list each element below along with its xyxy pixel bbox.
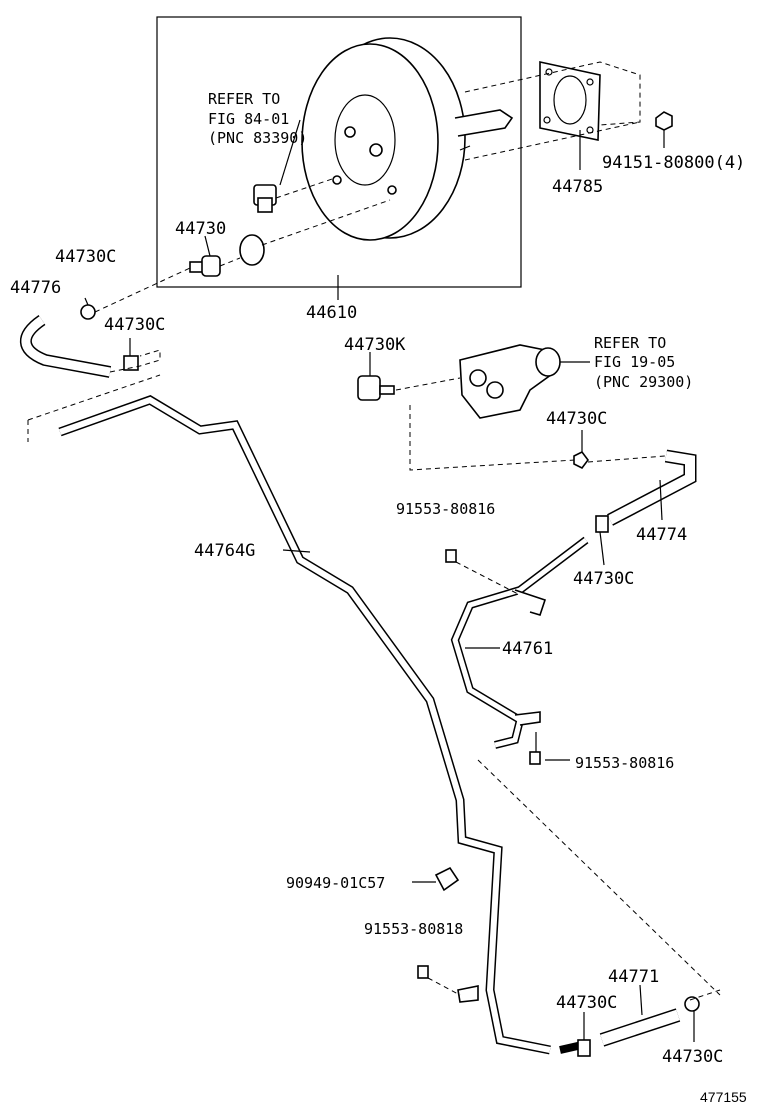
brake-booster [301, 37, 514, 241]
label-44730c-b: 44730C [104, 315, 165, 335]
label-44761: 44761 [502, 639, 553, 659]
refer-label-1-line1: REFER TO [208, 90, 280, 108]
label-94151-80800: 94151-80800(4) [602, 153, 745, 173]
hose-44774 [595, 449, 697, 533]
bolt-91553-80816-b [529, 751, 541, 765]
clip-90949-01c57 [434, 866, 460, 892]
vacuum-pump [459, 344, 561, 419]
label-44730c-c: 44730C [546, 409, 607, 429]
label-91553-80816-a: 91553-80816 [396, 500, 495, 518]
label-44730c-f: 44730C [662, 1047, 723, 1067]
booster-assembly-box [156, 16, 522, 288]
label-44774: 44774 [636, 525, 687, 545]
label-44771: 44771 [608, 967, 659, 987]
gasket-44785 [539, 61, 601, 141]
refer-label-1-line3: (PNC 83390) [208, 129, 307, 147]
bolt-91553-80816-a [445, 549, 457, 563]
fitting-44730k [357, 375, 395, 401]
hose-44771 [577, 996, 700, 1057]
nut-94151 [655, 111, 673, 148]
refer-label-2-line2: FIG 19-05 [594, 353, 675, 371]
label-44764g: 44764G [194, 541, 255, 561]
label-91553-80816-b: 91553-80816 [575, 754, 674, 772]
bolt-91553-80818 [417, 965, 479, 1003]
tube-44764g [58, 395, 583, 1055]
tube-44761 [450, 536, 589, 749]
label-44730k: 44730K [344, 335, 406, 355]
refer-label-1-line2: FIG 84-01 [208, 110, 289, 128]
label-90949-01c57: 90949-01C57 [286, 874, 385, 892]
label-44730c-d: 44730C [573, 569, 634, 589]
clamp-44730c-pump [573, 450, 589, 470]
label-44785: 44785 [552, 177, 603, 197]
refer-label-2-line3: (PNC 29300) [594, 373, 693, 391]
label-44776: 44776 [10, 278, 61, 298]
figure-number: 477155 [700, 1089, 747, 1105]
vacuum-sensor [253, 184, 277, 213]
hose-44776 [19, 304, 139, 378]
check-valve-44730 [189, 234, 265, 277]
label-44730c-a: 44730C [55, 247, 116, 267]
label-44610: 44610 [306, 303, 357, 323]
label-44730c-e: 44730C [556, 993, 617, 1013]
label-44730: 44730 [175, 219, 226, 239]
refer-label-2-line1: REFER TO [594, 334, 666, 352]
label-91553-80818: 91553-80818 [364, 920, 463, 938]
